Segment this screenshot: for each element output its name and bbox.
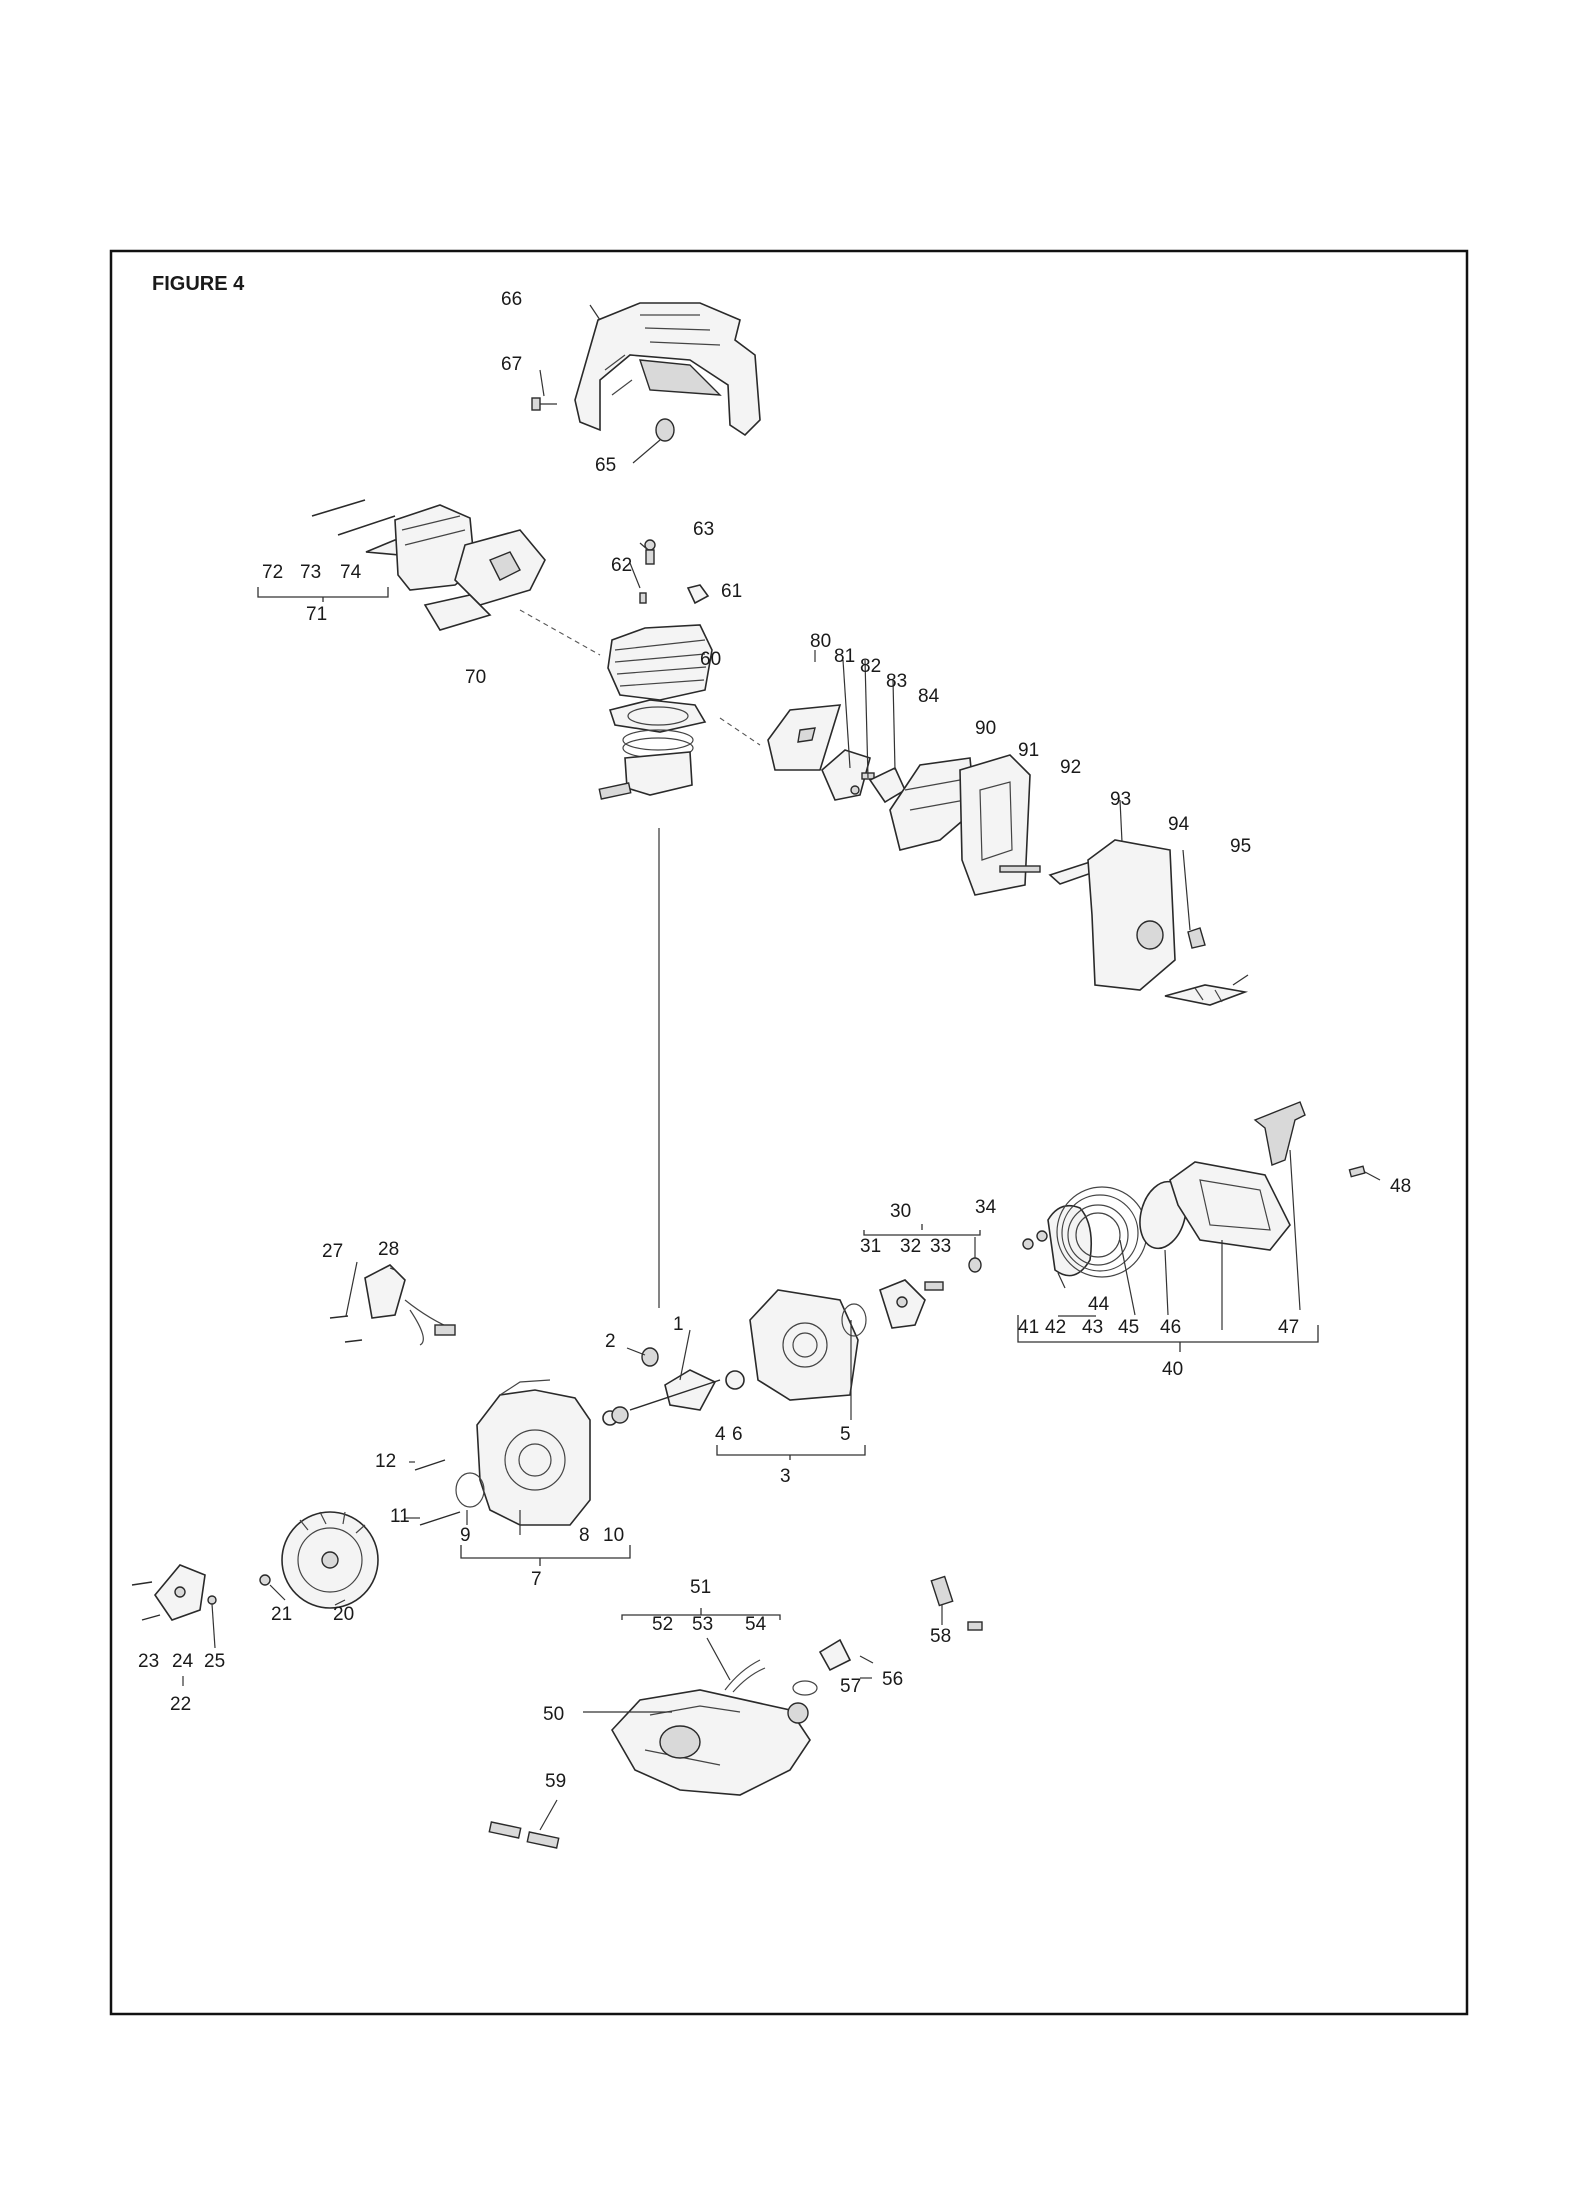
callout-41: 41	[1018, 1317, 1039, 1338]
callout-51: 51	[690, 1577, 711, 1598]
callout-90: 90	[975, 718, 996, 739]
crankcase-bolts-illustration	[414, 1459, 461, 1526]
callout-9: 9	[460, 1525, 471, 1546]
callout-23: 23	[138, 1651, 159, 1672]
callout-74: 74	[340, 562, 362, 583]
flywheel-illustration	[259, 1511, 379, 1609]
callout-72: 72	[262, 562, 283, 583]
callout-46: 46	[1160, 1317, 1181, 1338]
callout-91: 91	[1018, 740, 1039, 761]
callout-62: 62	[611, 555, 632, 576]
callout-84: 84	[918, 686, 940, 707]
callout-63: 63	[693, 519, 714, 540]
callout-71: 71	[306, 604, 327, 625]
callout-10: 10	[603, 1525, 624, 1546]
callout-20: 20	[333, 1604, 354, 1625]
callout-30: 30	[890, 1201, 911, 1222]
callout-28: 28	[378, 1239, 399, 1260]
callout-40: 40	[1162, 1359, 1183, 1380]
air-filter-guide-line	[1232, 974, 1249, 986]
callout-54: 54	[745, 1614, 767, 1635]
callout-1: 1	[673, 1314, 684, 1335]
callout-94: 94	[1168, 814, 1190, 835]
callout-5: 5	[840, 1424, 851, 1445]
callout-80: 80	[810, 631, 831, 652]
callout-50: 50	[543, 1704, 564, 1725]
callout-32: 32	[900, 1236, 921, 1257]
group-brackets	[257, 587, 1319, 1620]
ignition-coil-illustration	[329, 1264, 456, 1346]
callout-52: 52	[652, 1614, 673, 1635]
callout-24: 24	[172, 1651, 194, 1672]
callout-48: 48	[1390, 1176, 1411, 1197]
callout-4: 4	[715, 1424, 726, 1445]
callout-57: 57	[840, 1676, 861, 1697]
callout-labels: 66 67 65 63 62 61 72 73 74 71 70 60 80 8…	[138, 289, 1411, 1792]
crankcase-right-illustration	[749, 1257, 982, 1401]
callout-95: 95	[1230, 836, 1251, 857]
cover-screw-illustration	[531, 397, 557, 411]
cylinder-illustration	[598, 539, 713, 800]
callout-73: 73	[300, 562, 321, 583]
callout-92: 92	[1060, 757, 1081, 778]
callout-61: 61	[721, 581, 742, 602]
callout-83: 83	[886, 671, 907, 692]
starter-screw-illustration	[1348, 1165, 1366, 1178]
callout-43: 43	[1082, 1317, 1103, 1338]
callout-65: 65	[595, 455, 616, 476]
engine-cover-illustration	[574, 302, 761, 442]
callout-70: 70	[465, 667, 486, 688]
callout-31: 31	[860, 1236, 881, 1257]
fuel-tank-illustration	[488, 1575, 983, 1849]
figure-title: FIGURE 4	[152, 273, 245, 295]
callout-33: 33	[930, 1236, 951, 1257]
callout-58: 58	[930, 1626, 951, 1647]
callout-3: 3	[780, 1466, 791, 1487]
callout-53: 53	[692, 1614, 713, 1635]
callout-93: 93	[1110, 789, 1131, 810]
recoil-starter-illustration	[1022, 1101, 1306, 1278]
callout-2: 2	[605, 1331, 616, 1352]
muffler-illustration	[311, 499, 546, 631]
carburetor-airfilter-illustration	[767, 704, 1249, 1006]
callout-60: 60	[700, 649, 721, 670]
callout-11: 11	[390, 1506, 410, 1527]
crankshaft-illustration	[602, 1347, 745, 1426]
callout-47: 47	[1278, 1317, 1299, 1338]
callout-6: 6	[732, 1424, 743, 1445]
callout-82: 82	[860, 656, 881, 677]
callout-25: 25	[204, 1651, 225, 1672]
callout-67: 67	[501, 354, 522, 375]
muffler-guide-line	[519, 609, 601, 656]
figure-frame	[109, 249, 1469, 2016]
callout-56: 56	[882, 1669, 903, 1690]
callout-21: 21	[271, 1604, 292, 1625]
callout-42: 42	[1045, 1317, 1066, 1338]
callout-8: 8	[579, 1525, 590, 1546]
callout-81: 81	[834, 646, 855, 667]
clutch-illustration	[131, 1564, 217, 1621]
callout-7: 7	[531, 1569, 542, 1590]
callout-12: 12	[375, 1451, 396, 1472]
callout-44: 44	[1088, 1294, 1110, 1315]
leader-lines	[182, 304, 1381, 1831]
callout-34: 34	[975, 1197, 997, 1218]
callout-66: 66	[501, 289, 522, 310]
crankcase-left-illustration	[455, 1379, 629, 1526]
callout-45: 45	[1118, 1317, 1139, 1338]
callout-59: 59	[545, 1771, 566, 1792]
callout-27: 27	[322, 1241, 343, 1262]
callout-22: 22	[170, 1694, 191, 1715]
cylinder-guide-line	[719, 717, 761, 746]
